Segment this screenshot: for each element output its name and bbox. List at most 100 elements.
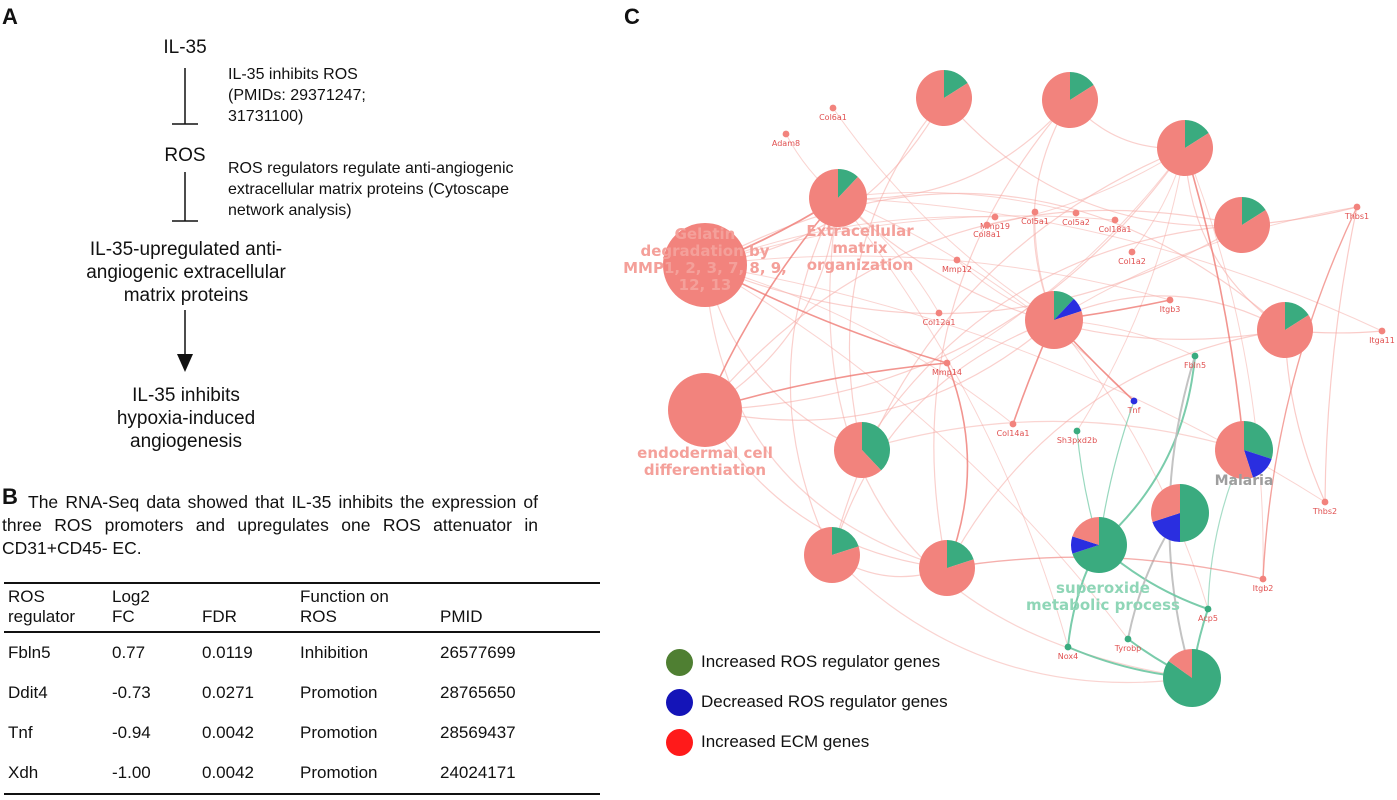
term-node-endodermal (668, 373, 742, 447)
pie-slice-ecm (663, 223, 747, 307)
cell-function: Promotion (300, 683, 378, 702)
cell-regulator: Tnf (8, 723, 33, 742)
header-line: ROS (8, 587, 45, 606)
term-label-line: matrix (832, 239, 887, 257)
network-edge (831, 147, 1186, 556)
gene-label: Col8a1 (973, 230, 1001, 239)
pie-slice-ecm (1214, 197, 1270, 254)
network-edge (837, 197, 1383, 332)
proteins-line: angiogenic extracellular (86, 262, 286, 283)
gene-node-col6a1 (829, 104, 837, 112)
term-label-malaria: Malaria (1215, 473, 1274, 489)
pie-slice-increased (1185, 120, 1209, 148)
cell-fdr: 0.0119 (202, 643, 253, 662)
cell-pmid: 24024171 (440, 763, 516, 782)
term-label-line: differentiation (644, 461, 766, 479)
gene-label: Acp5 (1198, 614, 1218, 623)
term-node-sag (1163, 649, 1221, 707)
gene-label: Col1a2 (1118, 257, 1146, 266)
pie-slice-increased (1072, 517, 1127, 574)
term-node-t9 (1151, 484, 1209, 542)
pie-slice-increased (862, 422, 890, 471)
term-node-t3 (1157, 120, 1213, 176)
pie-slice-decreased (1152, 513, 1180, 542)
ros-label: ROS (164, 145, 206, 166)
network-terms (663, 70, 1313, 707)
gene-node-col8a1 (983, 221, 991, 229)
pie-slice-ecm (1025, 291, 1083, 349)
gene-node-itgb2 (1259, 575, 1267, 583)
term-label-line: Gelatin (675, 225, 736, 243)
panel-c-letter: C (624, 4, 640, 29)
legend-increased-ros: Increased ROS regulator genes (666, 647, 940, 677)
gene-node-col5a1 (1031, 208, 1039, 216)
legend-increased-ecm: Increased ECM genes (666, 727, 869, 757)
pie-slice-decreased (1054, 298, 1082, 320)
network-edge (1076, 147, 1186, 432)
legend-dot-increased-icon (666, 648, 693, 676)
pie-slice-increased (944, 70, 968, 98)
note-line: ROS regulators regulate anti-angiogenic (228, 160, 514, 177)
term-label-line: metabolic process (1026, 596, 1180, 614)
cell-log2fc: -1.00 (112, 763, 151, 782)
gene-label: Nox4 (1058, 652, 1078, 661)
network-edge (1053, 319, 1209, 610)
pie-slice-decreased (1244, 450, 1272, 478)
note-line: (PMIDs: 29371247; (228, 87, 366, 104)
gene-label: Thbs1 (1344, 212, 1369, 221)
pie-slice-ecm (919, 540, 975, 597)
pie-slice-ecm (1072, 517, 1099, 545)
gene-node-mmp14 (943, 359, 951, 367)
legend-dot-ecm-icon (666, 728, 693, 756)
cell-log2fc: 0.77 (112, 643, 146, 662)
gene-label: Mmp19 (980, 222, 1010, 231)
pie-slice-increased (1242, 197, 1266, 225)
cell-pmid: 28765650 (440, 683, 516, 702)
term-label-line: 12, 13 (679, 276, 732, 294)
proteins-line: IL-35-upregulated anti- (89, 239, 283, 260)
term-label-line: organization (807, 256, 914, 274)
legend-label: Decreased ROS regulator genes (701, 692, 948, 711)
network-edge (837, 191, 1077, 214)
panel-b-caption: The RNA-Seq data showed that IL-35 inhib… (2, 492, 538, 558)
legend-decreased-ros: Decreased ROS regulator genes (666, 687, 948, 717)
pie-slice-increased (1180, 484, 1209, 542)
cell-log2fc: -0.94 (112, 723, 151, 742)
gene-node-col18a1 (1111, 216, 1119, 224)
network-edge (704, 255, 1171, 301)
gene-node-adam8 (782, 130, 790, 138)
network-edge (1033, 99, 1071, 321)
gene-node-thbs1 (1353, 203, 1361, 211)
term-node-ecm_org (809, 169, 867, 227)
header-line: PMID (440, 607, 483, 626)
header-pmid: PMID (436, 583, 600, 632)
gene-node-itgb3 (1166, 296, 1174, 304)
gene-label: Itga11 (1369, 336, 1395, 345)
cell-function: Inhibition (300, 643, 369, 662)
legend-label: Increased ROS regulator genes (701, 652, 941, 671)
network-edge (1053, 206, 1358, 321)
gene-node-mmp12 (953, 256, 961, 264)
gene-node-col1a2 (1128, 248, 1136, 256)
table-row: Tnf -0.94 0.0042 Promotion 28569437 (4, 713, 600, 753)
il35-ros-note: IL-35 inhibits ROS (PMIDs: 29371247; 317… (228, 64, 488, 127)
outcome-line: angiogenesis (130, 431, 242, 452)
pie-slice-ecm (1257, 302, 1313, 359)
pie-slice-ecm (1151, 484, 1180, 522)
pie-slice-increased (947, 540, 974, 568)
pie-slice-increased (1244, 421, 1273, 459)
outcome-line: hypoxia-induced (116, 408, 256, 429)
pie-slice-ecm (916, 70, 972, 126)
pie-slice-ecm (1042, 72, 1098, 128)
gene-label: Tnf (1127, 406, 1141, 415)
term-node-t8 (919, 540, 975, 597)
gene-node-col5a2 (1072, 209, 1080, 217)
proteins-label: IL-35-upregulated anti- angiogenic extra… (66, 238, 306, 307)
gene-node-mmp19 (991, 213, 999, 221)
gene-node-sh3pxd2b (1073, 427, 1081, 435)
